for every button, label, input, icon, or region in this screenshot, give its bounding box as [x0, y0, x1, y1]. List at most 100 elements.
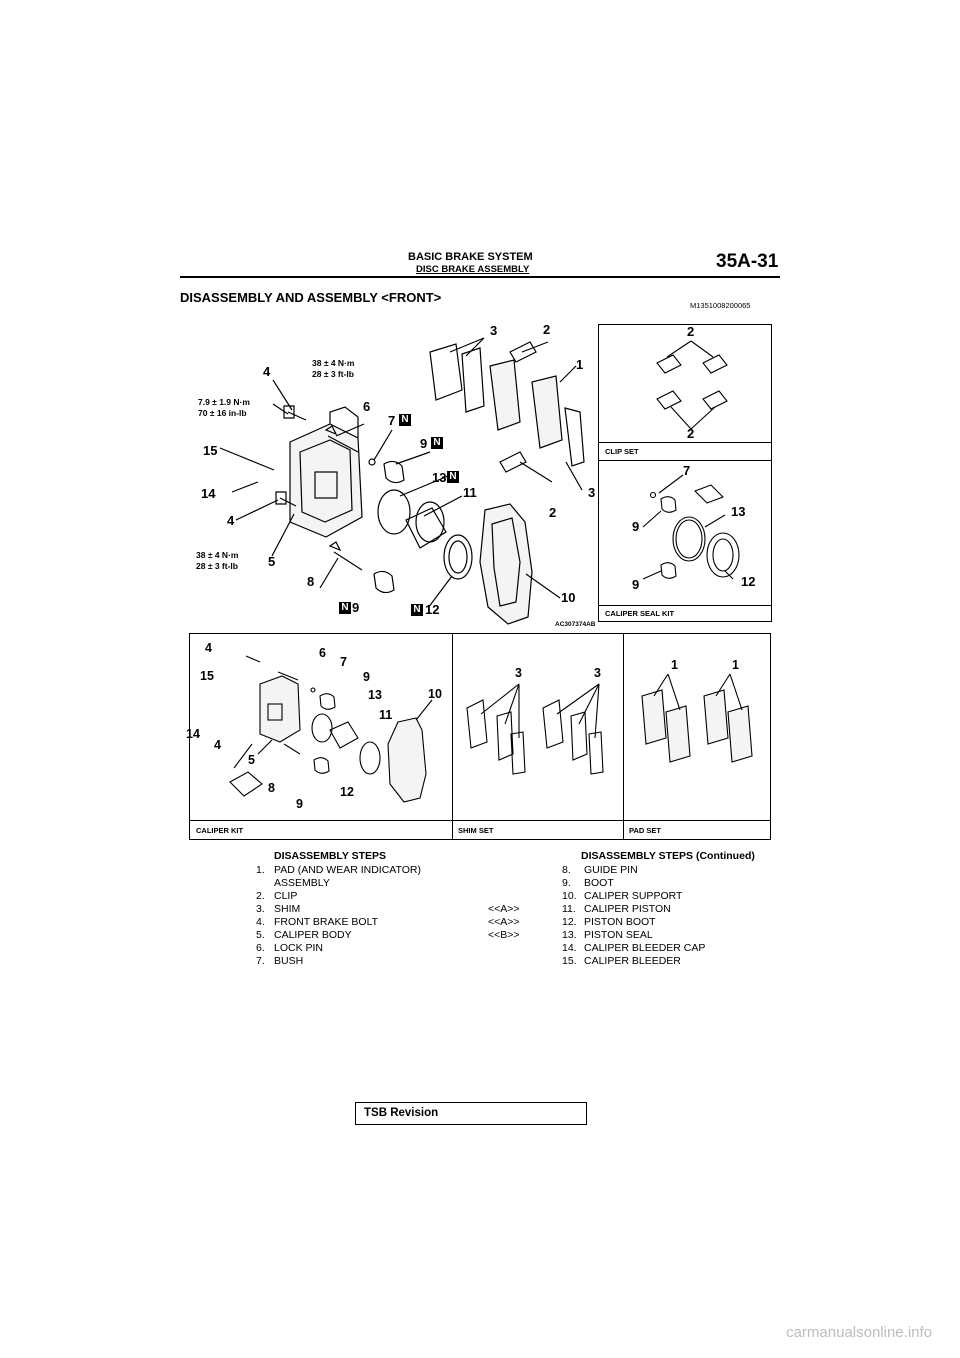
seal-kit-callout-7: 7	[683, 463, 691, 478]
steps-left-heading: DISASSEMBLY STEPS	[274, 850, 387, 862]
kit-callout-13: 13	[368, 688, 382, 702]
step-text: BOOT	[584, 877, 614, 889]
kit-divider-1	[452, 633, 453, 840]
step-text: PAD (AND WEAR INDICATOR)	[274, 864, 422, 876]
step-text: LOCK PIN	[274, 942, 324, 954]
kit-callout-11: 11	[379, 708, 393, 722]
seal-kit-callout-12: 12	[741, 574, 756, 589]
kit-callout-7: 7	[340, 655, 347, 669]
torque-top-nm: 38 ± 4 N·m	[312, 358, 355, 368]
torque-bleeder-nm: 7.9 ± 1.9 N·m	[198, 397, 250, 407]
service-mark-13: <<B>>	[488, 929, 520, 941]
kit-callout-15: 15	[200, 669, 214, 683]
service-mark-11: <<A>>	[488, 903, 520, 915]
step-item: 3. SHIM	[256, 903, 421, 916]
page-number: 35A-31	[716, 251, 779, 272]
seal-kit-callout-13: 13	[731, 504, 746, 519]
callout-12: 12	[425, 602, 440, 617]
seal-kit-callout-9a: 9	[632, 519, 640, 534]
step-number: 14.	[562, 942, 577, 954]
step-item: 9.BOOT	[562, 877, 705, 890]
callout-3a: 3	[490, 323, 498, 338]
service-mark-12: <<A>>	[488, 916, 520, 928]
caliper-kit-label: CALIPER KIT	[196, 826, 244, 835]
caliper-seal-kit-panel: 7 13 9 9 12 CALIPER SEAL KIT	[598, 460, 772, 622]
shim-callout-3b: 3	[594, 666, 601, 680]
steps-right-heading: DISASSEMBLY STEPS (Continued)	[581, 850, 755, 862]
kit-callout-14: 14	[186, 727, 200, 741]
step-number: 5.	[256, 929, 265, 941]
step-item: 1.PAD (AND WEAR INDICATOR)	[256, 864, 421, 877]
callout-11: 11	[463, 485, 477, 500]
pad-set-drawing	[641, 673, 753, 763]
torque-spec-bottom: 38 ± 4 N·m 28 ± 3 ft-lb	[196, 550, 238, 572]
callout-9b: 9	[352, 600, 360, 615]
torque-bottom-nm: 38 ± 4 N·m	[196, 550, 239, 560]
clip-set-divider	[598, 442, 772, 443]
new-part-mark-13: N	[447, 471, 459, 483]
step-text: CALIPER BLEEDER CAP	[584, 942, 706, 954]
callout-14: 14	[201, 486, 216, 501]
kit-callout-8: 8	[268, 781, 275, 795]
kit-callout-4b: 4	[214, 738, 221, 752]
callout-13: 13	[432, 470, 447, 485]
kit-callout-9a: 9	[363, 670, 370, 684]
kit-label-row	[189, 820, 771, 821]
step-number: 15.	[562, 955, 577, 967]
step-text: PISTON BOOT	[584, 916, 656, 928]
exploded-caliper-diagram	[219, 337, 585, 625]
kit-callout-10: 10	[428, 687, 442, 701]
shim-set-label: SHIM SET	[458, 826, 494, 835]
callout-15: 15	[203, 443, 218, 458]
step-item: ASSEMBLY	[256, 877, 421, 890]
step-text: FRONT BRAKE BOLT	[274, 916, 379, 928]
section-header-title: BASIC BRAKE SYSTEM	[408, 251, 533, 263]
callout-4b: 4	[227, 513, 235, 528]
step-item: 6.LOCK PIN	[256, 942, 421, 955]
step-text: CLIP	[274, 890, 298, 902]
step-text: BUSH	[274, 955, 304, 967]
kit-divider-2	[623, 633, 624, 840]
step-text: GUIDE PIN	[584, 864, 638, 876]
step-item: 5.CALIPER BODY	[256, 929, 421, 942]
kit-callout-9b: 9	[296, 797, 303, 811]
kit-callout-5: 5	[248, 753, 255, 767]
step-item: 7. BUSH	[256, 955, 421, 968]
callout-8: 8	[307, 574, 315, 589]
step-item: 2.CLIP	[256, 890, 421, 903]
tsb-revision-label: TSB Revision	[364, 1107, 439, 1119]
pad-callout-1b: 1	[732, 658, 739, 672]
clip-set-callout-2b: 2	[687, 426, 695, 441]
step-number: 10.	[562, 890, 577, 902]
step-item: 8.GUIDE PIN	[562, 864, 705, 877]
new-part-mark-9: N	[431, 437, 443, 449]
shim-callout-3a: 3	[515, 666, 522, 680]
step-text: SHIM	[274, 903, 301, 915]
callout-1: 1	[576, 357, 584, 372]
step-item: 11. CALIPER PISTON	[562, 903, 705, 916]
step-number: 3.	[256, 903, 265, 915]
step-item: 10. CALIPER SUPPORT	[562, 890, 705, 903]
caliper-kit-drawing	[229, 655, 433, 803]
callout-3b: 3	[588, 485, 596, 500]
kit-callout-12: 12	[340, 785, 354, 799]
step-text: CALIPER SUPPORT	[584, 890, 683, 902]
seal-kit-callout-9b: 9	[632, 577, 640, 592]
step-text: PISTON SEAL	[584, 929, 653, 941]
page-title: DISASSEMBLY AND ASSEMBLY <FRONT>	[180, 290, 442, 305]
step-number: 7.	[256, 955, 265, 967]
step-item: 4.FRONT BRAKE BOLT	[256, 916, 421, 929]
clip-set-panel: 2 2 CLIP SET	[598, 324, 772, 461]
caliper-seal-kit-label: CALIPER SEAL KIT	[605, 609, 675, 618]
step-item: 12.PISTON BOOT	[562, 916, 705, 929]
figure-code: AC307374AB	[555, 621, 596, 628]
step-number: 11.	[562, 903, 576, 915]
shim-set-drawing	[466, 683, 604, 775]
step-text: CALIPER PISTON	[584, 903, 671, 915]
clip-set-drawing	[656, 340, 728, 430]
torque-bottom-ftlb: 28 ± 3 ft-lb	[196, 561, 238, 571]
document-id: M1351008200065	[690, 301, 751, 310]
callout-6: 6	[363, 399, 371, 414]
